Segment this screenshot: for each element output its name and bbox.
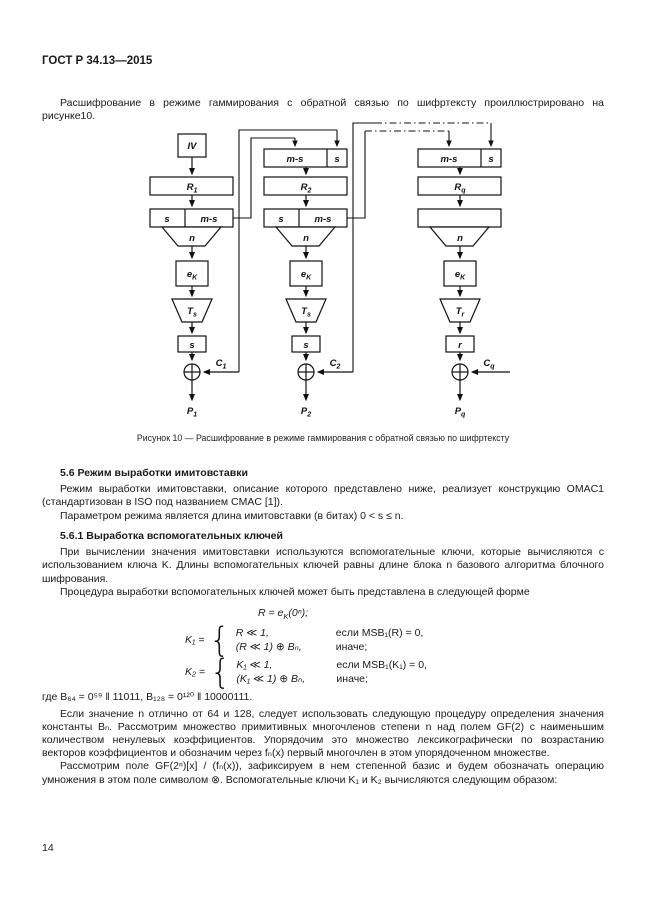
cfb-decryption-diagram: IV R1 s m-s n eK Ts s C1 P1 m-s s R2 s m…	[149, 122, 510, 419]
body-text: 5.6 Режим выработки имитовставки Режим в…	[42, 460, 604, 787]
page-number: 14	[42, 842, 54, 854]
r1-label: R1	[187, 182, 198, 195]
formula-k2-cases: K₁ ≪ 1, если MSB₁(K₁) = 0, (K₁ ≪ 1) ⊕ Bₙ…	[236, 659, 427, 686]
trunc-trapezoid-q	[439, 298, 481, 323]
shiftq-ms-label: m-s	[441, 154, 458, 165]
n-label-2: n	[303, 233, 309, 244]
trunc-trapezoid-2	[285, 298, 327, 323]
c2-label: C2	[330, 358, 341, 371]
diagram-labels: IV R1 s m-s n eK Ts s C1 P1 m-s s R2 s m…	[164, 141, 495, 419]
c1-label: C1	[216, 358, 227, 371]
c1-feedback-line	[238, 129, 337, 372]
formula-k1: K₁ = { R ≪ 1, если MSB₁(R) = 0, (R ≪ 1) …	[185, 619, 604, 660]
paragraph-gf-field: Рассмотрим поле GF(2ⁿ)[x] / (fₙ(x)), заф…	[42, 760, 604, 786]
k1-case2-expr: (R ≪ 1) ⊕ Bₙ,	[235, 640, 302, 653]
msb-funnel-1	[160, 226, 223, 247]
shift2-ms-label: m-s	[287, 154, 304, 165]
split-box-2	[263, 208, 348, 228]
standard-designation: ГОСТ Р 34.13—2015	[42, 55, 153, 67]
shift2-s-label: s	[334, 154, 339, 165]
left-brace-icon: {	[209, 619, 230, 660]
ms-shift-line-2	[347, 131, 366, 219]
iv-label: IV	[188, 141, 198, 152]
formula-k2-lhs: K₂ =	[185, 666, 206, 679]
ek-label-2: eK	[301, 269, 312, 282]
k2-case1-cond: если MSB₁(K₁) = 0,	[336, 658, 427, 671]
p1-label: P1	[187, 406, 197, 419]
n-label-1: n	[189, 233, 195, 244]
diagram-feedback-lines	[233, 122, 494, 372]
k1-case2-cond: иначе;	[335, 640, 368, 653]
left-brace-icon: {	[210, 652, 231, 692]
paragraph-constants: где B₆₄ = 0⁵⁹ ‖ 11011, B₁₂₈ = 0¹²⁰ ‖ 100…	[42, 691, 253, 704]
p2-label: P2	[301, 406, 311, 419]
paragraph-gf-polynomials: Если значение n отлично от 64 и 128, сле…	[42, 707, 604, 760]
split2-s-label: s	[278, 214, 283, 225]
msb-funnel-2	[274, 226, 337, 247]
section-5-6-heading: 5.6 Режим выработки имитовставки	[60, 467, 248, 479]
ts-label-2: Ts	[301, 306, 311, 319]
ek-label-q: eK	[455, 269, 466, 282]
gamma-s-label-2: s	[303, 340, 308, 351]
tr-label-q: Tr	[456, 306, 466, 319]
formula-k1-cases: R ≪ 1, если MSB₁(R) = 0, (R ≪ 1) ⊕ Bₙ, и…	[236, 627, 424, 654]
gamma-s-label-1: s	[189, 340, 194, 351]
formula-r-pre: R = e	[258, 606, 284, 619]
split1-ms-label: m-s	[201, 214, 218, 225]
formula-r-definition: R = eK(0ⁿ);	[258, 607, 604, 622]
paragraph-length: Параметром режима является длина имитовс…	[60, 509, 404, 522]
cfb-stage-q	[417, 148, 510, 402]
trunc-trapezoid-1	[171, 298, 213, 323]
split-box-1	[149, 208, 234, 228]
k2-case2-expr: (K₁ ≪ 1) ⊕ Bₙ,	[236, 673, 306, 686]
formula-r-post: (0ⁿ);	[288, 606, 308, 619]
split-box-q	[417, 208, 502, 228]
cfb-stage-1	[149, 133, 239, 402]
pq-label: Pq	[455, 406, 466, 419]
shiftq-s-label: s	[488, 154, 493, 165]
r2-label: R2	[301, 182, 312, 195]
formula-k2: K₂ = { K₁ ≪ 1, если MSB₁(K₁) = 0, (K₁ ≪ …	[185, 652, 604, 692]
paragraph-procedure: Процедура выработки вспомогательных ключ…	[60, 585, 530, 598]
cq-label: Cq	[483, 358, 495, 371]
formula-k1-lhs: K₁ =	[185, 633, 205, 646]
msb-funnel-q	[428, 226, 491, 247]
ek-label-1: eK	[187, 269, 198, 282]
ts-label-1: Ts	[187, 306, 197, 319]
split2-ms-label: m-s	[315, 214, 332, 225]
paragraph-omac: Режим выработки имитовставки, описание к…	[42, 483, 604, 509]
n-label-q: n	[457, 233, 463, 244]
gamma-r-label-q: r	[458, 340, 463, 351]
formula-r-sub: K	[283, 612, 289, 622]
k1-case1-expr: R ≪ 1,	[235, 626, 269, 639]
c2-feedback-line	[352, 122, 375, 372]
figure-caption: Рисунок 10 — Расшифрование в режиме гамм…	[136, 433, 510, 443]
paragraph-aux-keys: При вычислении значения имитовставки исп…	[42, 546, 604, 585]
section-5-6-1-heading: 5.6.1 Выработка вспомогательных ключей	[60, 529, 283, 542]
k2-case1-expr: K₁ ≪ 1,	[236, 658, 273, 671]
ms-shift-line-1	[233, 137, 295, 219]
cfb-stage-2	[263, 148, 353, 402]
cipher-box-q	[443, 260, 477, 287]
key-derivation-formulas: R = eK(0ⁿ); K₁ = { R ≪ 1, если MSB₁(R) =…	[42, 607, 604, 692]
split1-s-label: s	[164, 214, 169, 225]
intro-paragraph: Расшифрование в режиме гаммирования с об…	[42, 96, 604, 122]
k1-case1-cond: если MSB₁(R) = 0,	[335, 626, 424, 639]
k2-case2-cond: иначе;	[336, 673, 368, 686]
rq-label: Rq	[454, 182, 466, 195]
